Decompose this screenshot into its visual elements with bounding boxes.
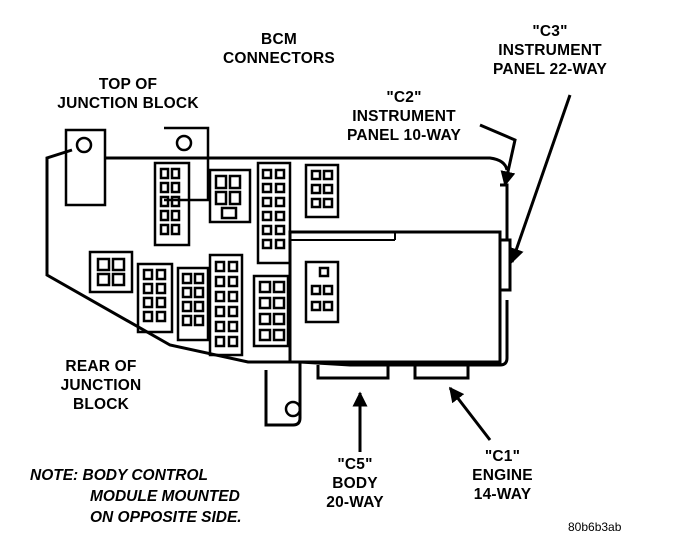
c3-arrow (509, 94, 572, 264)
bcm-connectors-label: BCM CONNECTORS (223, 31, 335, 67)
figure-code: 80b6b3ab (568, 520, 622, 534)
c5-connector-shape (316, 365, 390, 380)
c1-label: "C1" ENGINE 14-WAY (472, 448, 533, 503)
connector-cluster-i (252, 274, 290, 348)
connector-cluster-b (208, 168, 252, 224)
bcm-inner-connector (304, 260, 340, 324)
c1-arrow (448, 386, 492, 441)
connector-cluster-h (208, 253, 244, 357)
connector-cluster-g (176, 266, 210, 342)
connector-cluster-c (256, 161, 292, 265)
c3-label: "C3" INSTRUMENT PANEL 22-WAY (492, 23, 608, 78)
connector-cluster-d (304, 163, 340, 219)
c5-label: "C5" BODY 20-WAY (326, 456, 384, 511)
c1-connector-shape (413, 365, 470, 380)
connector-cluster-e (88, 250, 134, 294)
c2-arrow (479, 123, 517, 187)
leader-arrows (352, 94, 572, 452)
c3-connector-shape (500, 238, 512, 292)
bcm-module-area (288, 230, 502, 364)
connector-cluster-f (136, 262, 174, 334)
connector-cluster-a (153, 161, 191, 247)
note-text: NOTE: BODY CONTROL MODULE MOUNTED ON OPP… (30, 467, 242, 526)
c2-label: "C2" INSTRUMENT PANEL 10-WAY (346, 89, 462, 144)
rear-of-junction-block-label: REAR OF JUNCTION BLOCK (60, 358, 142, 413)
top-of-junction-block-label: TOP OF JUNCTION BLOCK (57, 76, 199, 112)
